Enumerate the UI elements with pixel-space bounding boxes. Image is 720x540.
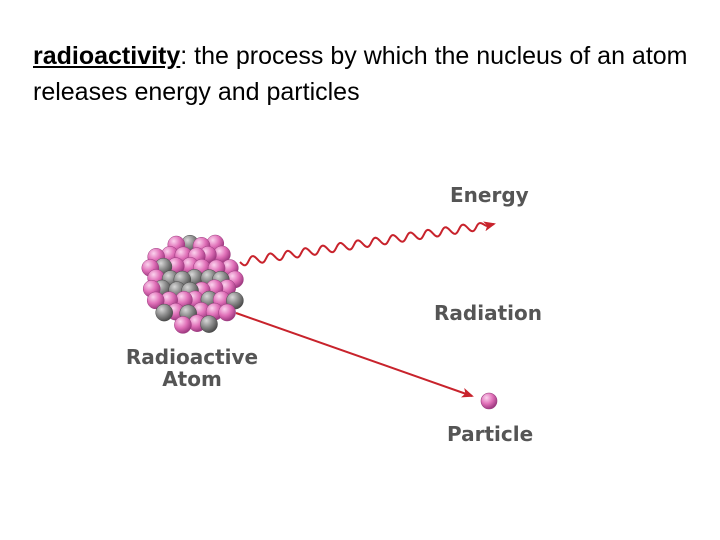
neutron-sphere (200, 315, 218, 333)
definition-text: radioactivity: the process by which the … (33, 38, 693, 110)
particle-label: Particle (447, 422, 534, 446)
proton-sphere (174, 316, 192, 334)
particle-sphere-icon (480, 392, 498, 410)
radioactive-atom-label-line2: Atom (162, 367, 222, 391)
wavy-arrow-icon (239, 221, 496, 267)
neutron-sphere (155, 303, 173, 322)
radiation-label: Radiation (434, 301, 542, 325)
energy-label: Energy (450, 183, 529, 207)
definition-term: radioactivity (33, 42, 181, 70)
radioactive-atom-label: Radioactive Atom (112, 346, 272, 390)
definition-body: : the process by which the nucleus of an… (33, 42, 688, 106)
radioactive-atom-label-line1: Radioactive (125, 345, 259, 369)
straight-arrow-icon (235, 312, 474, 398)
proton-sphere (146, 291, 165, 310)
nucleus-icon (141, 234, 244, 334)
proton-sphere (218, 303, 236, 322)
